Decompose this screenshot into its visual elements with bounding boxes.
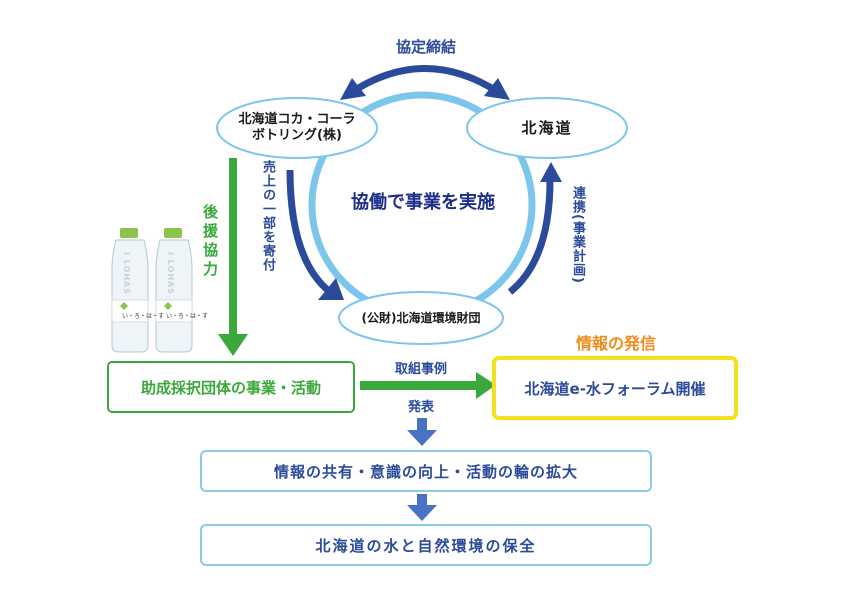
donation-label: 売上の一部を寄付 — [260, 160, 275, 272]
cases-arrow-head — [476, 372, 496, 399]
center-label: 協働で事業を実施 — [351, 192, 495, 213]
hokkaido-node-label: 北海道 — [521, 118, 573, 137]
down-arrow-1-shaft — [417, 418, 427, 431]
coca-cola-node-shape — [216, 97, 378, 159]
bottle-2-brand: い・ろ・は・す — [166, 313, 209, 320]
agreement-arrowhead-left — [340, 78, 366, 100]
cooperation-arrow — [507, 179, 554, 295]
agreement-label: 協定締結 — [395, 38, 456, 56]
hokkaido-node-shape — [466, 97, 628, 159]
coca-cola-node-label: 北海道コカ・コーラ ボトリング(株) — [238, 111, 356, 143]
donation-arrow — [286, 169, 333, 295]
bottle-1-logo: I LOHAS — [122, 252, 131, 296]
down-arrow-1-head — [407, 430, 437, 446]
cooperation-label: 連携(事業計画) — [570, 186, 585, 284]
info-heading: 情報の発信 — [575, 334, 656, 353]
donation-arrowhead — [318, 278, 344, 300]
down-arrow-2-head — [407, 505, 437, 521]
cases-label: 取組事例 — [394, 362, 447, 377]
bottle-2-logo: I LOHAS — [166, 252, 175, 296]
cases-arrow-shaft — [360, 381, 478, 390]
activity-box: 助成採択団体の事業・活動 — [107, 361, 355, 413]
bottle-image-1 — [111, 228, 149, 353]
foundation-node-shape — [338, 291, 504, 345]
support-label: 後援協力 — [201, 204, 219, 280]
agreement-arrowhead-right — [484, 78, 510, 100]
support-arrow-shaft — [229, 158, 237, 336]
foundation-node-label: (公財)北海道環境財団 — [361, 310, 481, 325]
down-arrow-2-shaft — [417, 494, 427, 506]
bottle-image-2 — [155, 228, 193, 353]
share-box: 情報の共有・意識の向上・活動の輪の拡大 — [200, 450, 652, 492]
forum-box: 北海道e-水フォーラム開催 — [492, 356, 738, 420]
announce-label: 発表 — [407, 400, 434, 415]
agreement-arrow — [350, 65, 500, 95]
conserve-box: 北海道の水と自然環境の保全 — [200, 524, 652, 566]
support-arrow-head — [218, 334, 248, 356]
cooperation-arrowhead — [540, 162, 562, 182]
bottle-1-brand: い・ろ・は・す — [122, 313, 165, 320]
